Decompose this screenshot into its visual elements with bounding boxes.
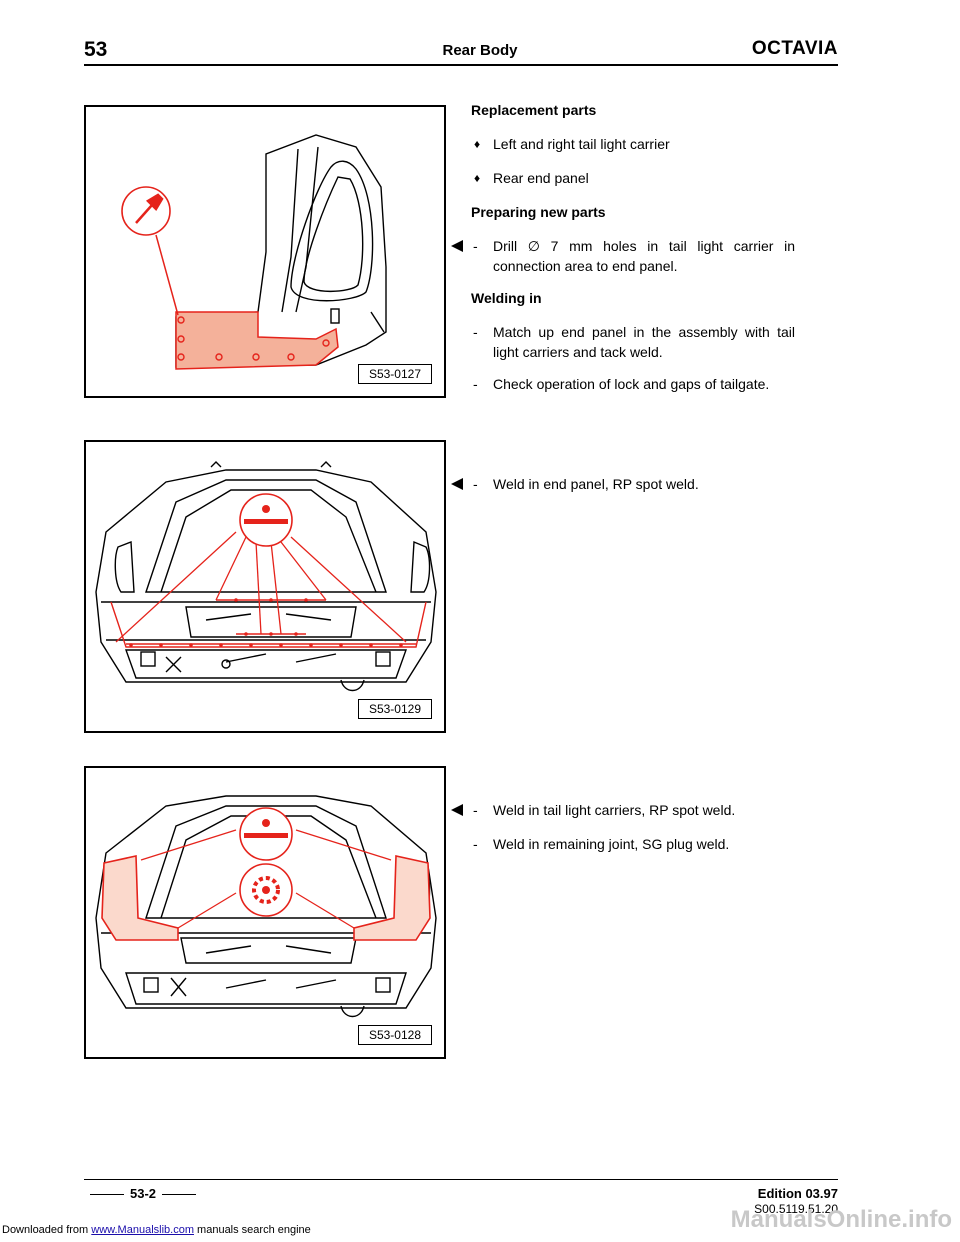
bullet-icon: ♦ <box>474 171 481 185</box>
figure-label: S53-0127 <box>357 364 432 384</box>
figure3-step: - Weld in tail light carriers, RP spot w… <box>451 800 795 820</box>
replacement-heading: Replacement parts <box>471 102 597 118</box>
figure-label: S53-0129 <box>357 699 432 719</box>
welding-step: - Match up end panel in the assembly wit… <box>473 324 795 360</box>
section-title: Rear Body <box>442 42 518 59</box>
brand-name: OCTAVIA <box>751 38 838 59</box>
welding-step: - Check operation of lock and gaps of ta… <box>473 376 770 392</box>
figure2-step: - Weld in end panel, RP spot weld. <box>451 474 795 494</box>
figure3-step: - Weld in remaining joint, SG plug weld. <box>473 836 730 852</box>
figure-tail-light-carriers-welded: S53-0128 <box>84 766 446 1059</box>
replacement-item: ♦ Rear end panel <box>474 170 589 186</box>
figure-label: S53-0128 <box>357 1025 432 1045</box>
watermark: ManualsOnline.info <box>730 1206 952 1233</box>
preparing-heading: Preparing new parts <box>471 204 606 220</box>
rear-end-panel-drawing <box>95 461 437 692</box>
figure-pointer-arrow-icon <box>451 804 463 816</box>
replacement-item: ♦ Left and right tail light carrier <box>474 136 670 152</box>
header-rule <box>84 64 838 66</box>
figure-pointer-arrow-icon <box>451 478 463 490</box>
document-code: S00.5119.51.20 <box>754 1202 838 1216</box>
figure-tail-light-carrier: S53-0127 <box>84 105 446 398</box>
tail-light-carriers-drawing <box>95 795 437 1018</box>
download-notice: Downloaded from www.Manualslib.com manua… <box>2 1224 311 1236</box>
bullet-icon: ♦ <box>474 137 481 151</box>
tail-light-carrier-drawing <box>121 134 387 370</box>
welding-heading: Welding in <box>471 290 542 306</box>
footer-rule <box>84 1179 838 1180</box>
edition: Edition 03.97 <box>757 1186 838 1201</box>
page-number: 53-2 <box>84 1186 202 1201</box>
preparing-step: - Drill ∅ 7 mm holes in tail light carri… <box>451 236 795 276</box>
manualslib-link[interactable]: www.Manualslib.com <box>91 1224 194 1236</box>
section-number: 53 <box>84 38 108 61</box>
figure-rear-end-panel: S53-0129 <box>84 440 446 733</box>
figure-pointer-arrow-icon <box>451 240 463 252</box>
